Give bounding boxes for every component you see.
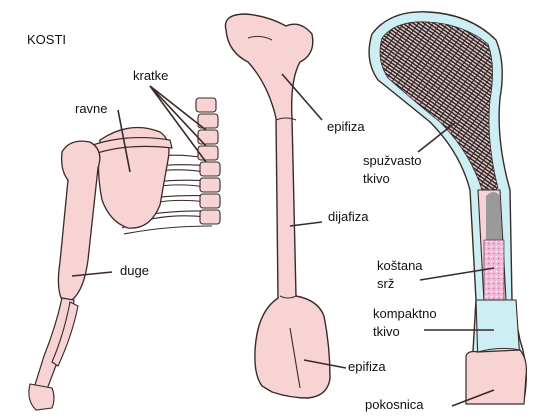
label-kompaktno-line1: kompaktno <box>373 306 437 322</box>
femur-illustration <box>225 14 330 398</box>
label-epifiza-top: epifiza <box>327 119 365 135</box>
label-epifiza-bottom: epifiza <box>348 359 386 375</box>
label-ravne: ravne <box>75 101 108 117</box>
periosteum-peel <box>466 350 526 404</box>
diagram-title: KOSTI <box>27 32 66 48</box>
label-pokosnica: pokosnica <box>365 397 424 413</box>
label-kostana-line2: srž <box>377 276 394 292</box>
humerus <box>58 141 99 300</box>
bone-section-illustration <box>369 12 526 404</box>
femur-outline <box>225 14 330 398</box>
spongy-tissue-area <box>380 22 498 196</box>
bone-marrow <box>484 240 504 300</box>
vertebrae <box>196 98 220 224</box>
label-kompaktno-line2: tkivo <box>373 324 400 340</box>
medullary-cavity <box>486 192 502 240</box>
label-kratke: kratke <box>133 68 168 84</box>
hand <box>29 384 54 410</box>
label-dijafiza: dijafiza <box>328 209 368 225</box>
label-kostana-line1: koštana <box>377 258 423 274</box>
label-spuzvasto-line1: spužvasto <box>363 153 422 169</box>
label-duge: duge <box>120 263 149 279</box>
label-spuzvasto-line2: tkivo <box>363 171 390 187</box>
